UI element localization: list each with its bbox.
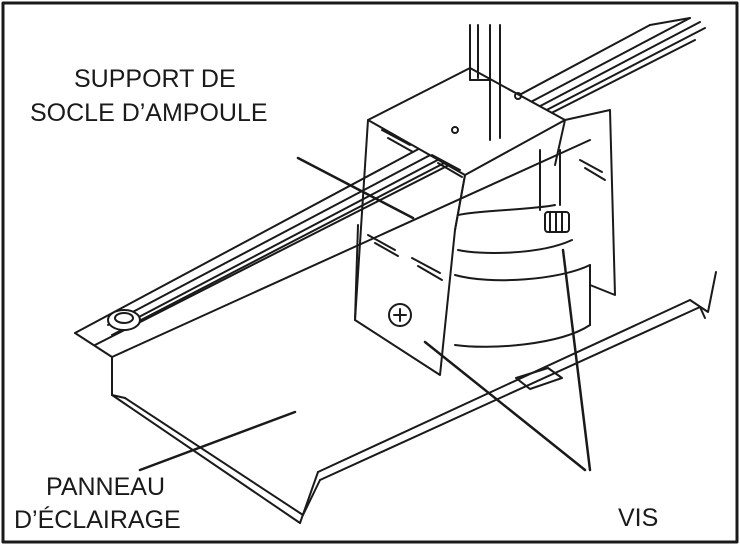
wires xyxy=(469,24,501,141)
label-light-panel-line1: PANNEAU xyxy=(46,473,166,501)
label-bulb-socket-support-line2: SOCLE D’AMPOULE xyxy=(30,99,268,127)
rail-screw xyxy=(107,309,141,331)
bulb-socket-support xyxy=(354,67,616,376)
label-light-panel-line2: D’ÉCLAIRAGE xyxy=(14,506,181,534)
bulb-socket xyxy=(454,149,591,348)
leader-bulb-support xyxy=(296,156,415,220)
leader-lines xyxy=(138,156,592,472)
leader-panel xyxy=(138,410,297,472)
light-panel xyxy=(74,139,717,524)
leader-screw-2 xyxy=(561,248,592,472)
leader-screw-1 xyxy=(423,340,587,472)
label-bulb-socket-support-line1: SUPPORT DE xyxy=(74,65,236,93)
mounting-rail xyxy=(74,17,706,346)
label-screw: VIS xyxy=(618,504,659,532)
